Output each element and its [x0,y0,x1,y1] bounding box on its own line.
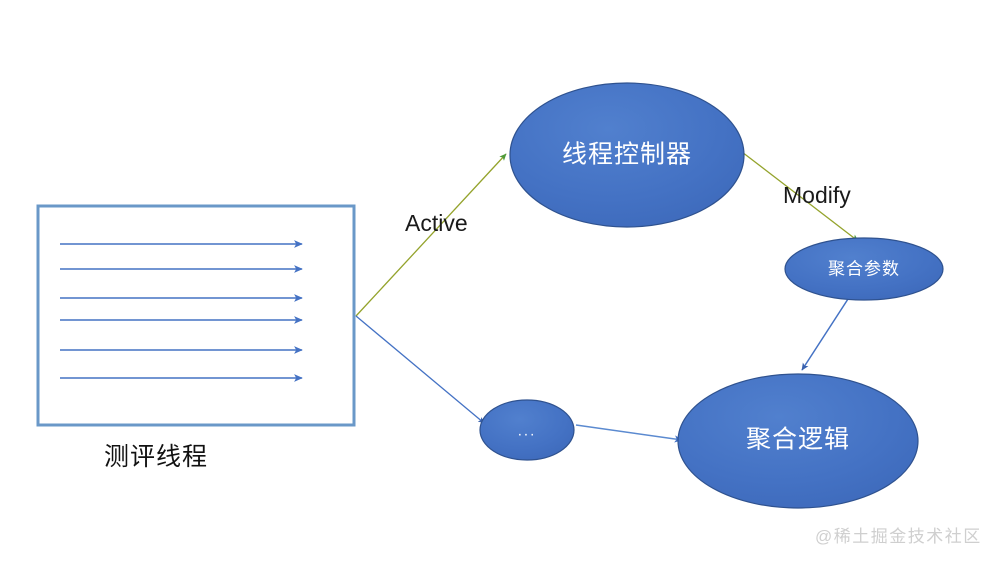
edge-label-modify: Modify [783,182,851,208]
node-thread-controller[interactable] [509,82,745,228]
node-label-ellipsis: ... [517,422,537,440]
active-edge [355,153,507,317]
params-to-logic-edge [801,298,849,371]
node-label-aggregate-params: 聚合参数 [828,259,900,279]
thread-pool-box-caption: 测评线程 [104,443,209,471]
edge-label-active: Active [405,210,468,236]
node-aggregate-params[interactable] [784,237,944,301]
watermark-label: @稀土掘金技术社区 [815,527,982,546]
node-aggregate-logic[interactable] [677,373,919,509]
node-ellipsis[interactable] [479,399,575,461]
node-label-aggregate-logic: 聚合逻辑 [745,425,851,454]
thread-pool-box [36,204,356,427]
box-to-ellipsis-edge [355,315,485,424]
modify-edge [741,151,859,242]
node-label-thread-controller: 线程控制器 [561,140,693,169]
ellipsis-to-logic-edge [575,424,683,443]
thread-arrow-group [60,240,303,382]
